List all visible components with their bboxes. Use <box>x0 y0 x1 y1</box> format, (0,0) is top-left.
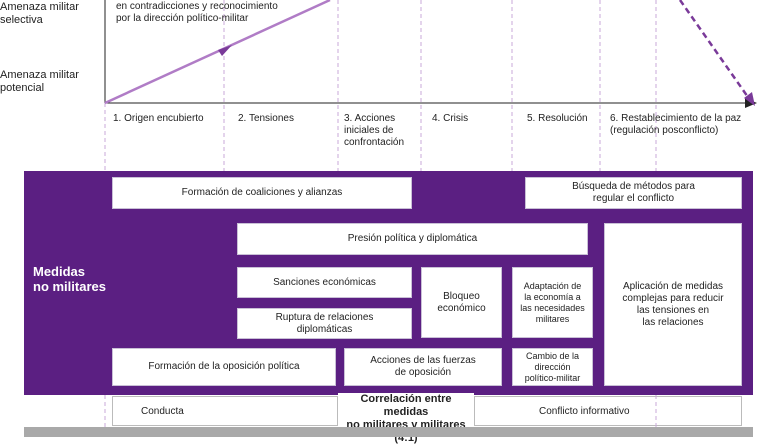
box-leadership-change: Cambio de la dirección político-militar <box>512 348 593 386</box>
box-rupture: Ruptura de relaciones diplomáticas <box>237 308 412 339</box>
box-sanctions: Sanciones económicas <box>237 267 412 298</box>
threat-line <box>104 0 331 105</box>
box-opposition: Formación de la oposición política <box>112 348 336 386</box>
box-complex-measures: Aplicación de medidas complejas para red… <box>604 223 742 386</box>
box-info-conflict: Conflicto informativo <box>474 396 742 426</box>
phase-diagram <box>104 0 757 171</box>
phase-1: 1. Origen encubierto <box>113 113 204 124</box>
box-search-methods: Búsqueda de métodos para regular el conf… <box>525 177 742 209</box>
descending-arrow-icon <box>744 92 755 106</box>
box-pressure: Presión política y diplomática <box>237 223 588 255</box>
phase-4: 4. Crisis <box>432 113 469 124</box>
phase-5: 5. Resolución <box>527 113 588 124</box>
y-label-potential: Amenaza militar potencial <box>0 69 79 94</box>
box-blockade: Bloqueo económico <box>421 267 502 338</box>
box-adaptation: Adaptación de la economía a las necesida… <box>512 267 593 338</box>
y-label-selective: Amenaza militar selectiva <box>0 1 79 26</box>
bottom-dividers <box>104 395 657 427</box>
box-conduct: Conducta <box>112 396 338 426</box>
bottom-grey-band <box>24 427 753 437</box>
threat-arrow-icon <box>218 45 232 56</box>
descending-line <box>678 0 752 101</box>
box-coalitions: Formación de coaliciones y alianzas <box>112 177 412 209</box>
phase-2: 2. Tensiones <box>238 113 294 124</box>
box-opposition-forces: Acciones de las fuerzas de oposición <box>344 348 502 386</box>
top-note: en contradicciones y reconocimiento por … <box>116 1 278 24</box>
phase-3: 3. Acciones iniciales de confrontación <box>344 113 405 148</box>
phase-6: 6. Restablecimiento de la paz (regulació… <box>610 113 742 136</box>
band-title: Medidas no militares <box>33 264 106 294</box>
